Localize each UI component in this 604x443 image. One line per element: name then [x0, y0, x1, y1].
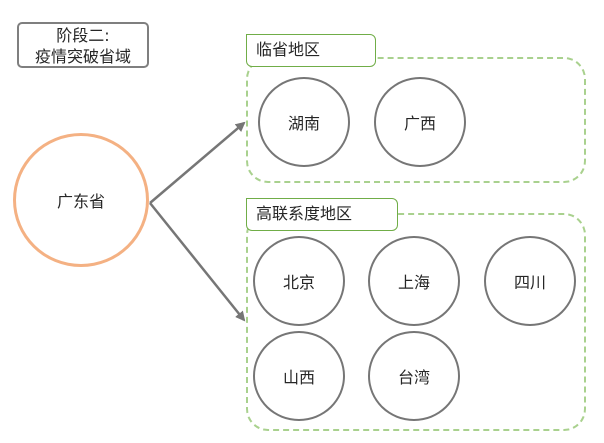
region-node-shanxi: 山西: [253, 331, 345, 421]
region-label: 四川: [513, 273, 546, 292]
region-node-hunan: 湖南: [258, 77, 350, 167]
region-node-sichuan: 四川: [484, 236, 576, 326]
region-label: 台湾: [397, 368, 430, 387]
region-label: 湖南: [287, 114, 320, 133]
stage-title-line-2: 疫情突破省域: [34, 47, 131, 66]
source-province-label: 广东省: [56, 192, 105, 211]
neighbor-region-group: [246, 57, 586, 183]
source-province-node: 广东省: [13, 133, 149, 267]
region-node-taiwan: 台湾: [368, 331, 460, 421]
region-node-shanghai: 上海: [368, 236, 460, 326]
region-label: 山西: [282, 368, 315, 387]
high-linkage-region-group: [246, 213, 586, 431]
region-node-guangxi: 广西: [374, 77, 466, 167]
region-label: 广西: [403, 114, 436, 133]
arrow-to-neighbor-group: [149, 121, 246, 204]
region-node-beijing: 北京: [253, 236, 345, 326]
arrow-to-high-linkage-group: [149, 202, 246, 322]
region-label: 上海: [397, 273, 430, 292]
high-linkage-region-group-label: 高联系度地区: [246, 198, 398, 231]
stage-title-line-1: 阶段二:: [56, 26, 110, 45]
region-label: 北京: [282, 273, 315, 292]
neighbor-region-group-label: 临省地区: [246, 34, 376, 67]
stage-title-box: 阶段二: 疫情突破省域: [17, 22, 149, 68]
